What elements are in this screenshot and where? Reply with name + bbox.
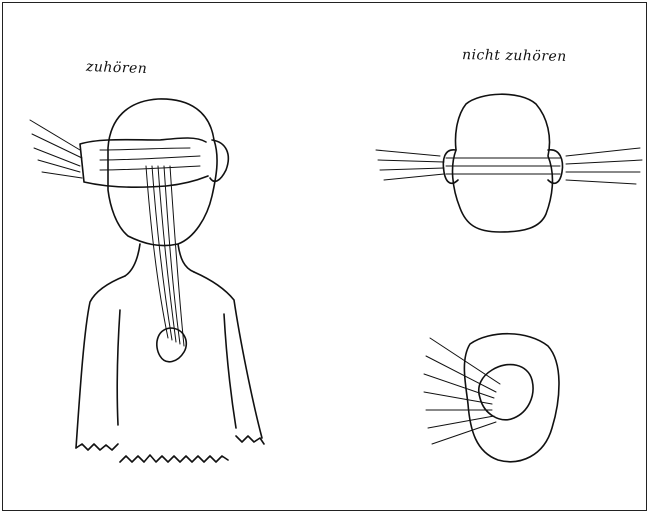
sound-path-to-heart: [146, 166, 184, 346]
left-arm-line-right: [224, 314, 236, 428]
headband: [80, 138, 208, 187]
heart-shape: [157, 328, 187, 362]
ear-sound-lines: [424, 338, 500, 444]
right-ear-left: [443, 150, 458, 183]
not-listening-head: [376, 94, 642, 232]
right-head-outline: [453, 94, 553, 232]
left-cuff-left: [76, 444, 118, 450]
left-arm-line-left: [117, 310, 120, 425]
ear-drawing: [424, 334, 559, 462]
listening-figure: [30, 99, 264, 462]
ear-outer: [464, 334, 559, 462]
through-sound-lines: [376, 148, 642, 184]
left-torso: [76, 272, 262, 448]
left-cuff-right: [236, 436, 264, 444]
left-ear: [210, 140, 228, 181]
ear-inner: [479, 365, 533, 420]
right-ear-right: [548, 150, 562, 183]
left-hem-zigzag: [120, 455, 228, 462]
incoming-sound-lines: [30, 120, 200, 178]
